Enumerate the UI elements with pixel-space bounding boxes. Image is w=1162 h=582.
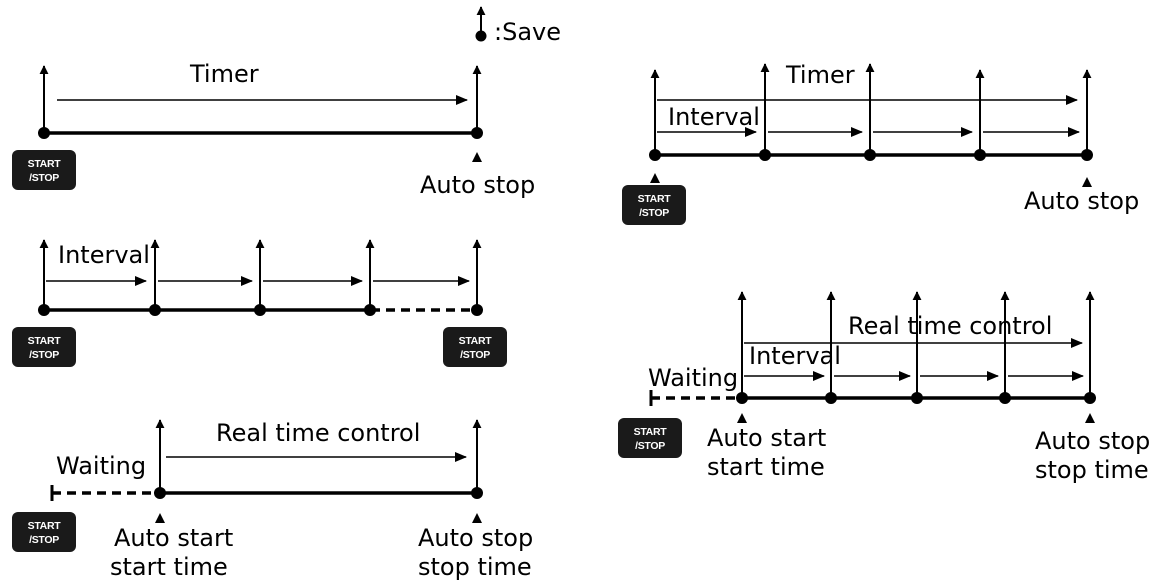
save-point xyxy=(471,127,483,139)
pointer-triangle xyxy=(650,173,660,183)
save-point xyxy=(38,127,50,139)
interval-label: Interval xyxy=(749,342,841,370)
start-stop-button-label: START xyxy=(28,520,62,532)
start-stop-button-label: START xyxy=(28,335,62,347)
pointer-triangle xyxy=(1082,177,1092,187)
real-time-control-label: Real time control xyxy=(848,312,1052,340)
save-label: :Save xyxy=(494,18,561,46)
start-stop-button-label: /STOP xyxy=(460,349,490,361)
save-point xyxy=(649,149,661,161)
save-point xyxy=(999,392,1011,404)
start-stop-button-label: /STOP xyxy=(29,534,59,546)
auto-stop-label: Auto stop xyxy=(1035,427,1150,455)
start-stop-button-label: /STOP xyxy=(29,349,59,361)
start-stop-button: START/STOP xyxy=(618,418,682,458)
interval-panel: Interval START/STOP START/STOP xyxy=(12,239,507,367)
start-stop-button-body xyxy=(12,327,76,367)
stop-time-label: stop time xyxy=(418,553,532,581)
start-stop-button-body xyxy=(443,327,507,367)
start-time-label: start time xyxy=(110,553,228,581)
start-stop-button-body xyxy=(12,512,76,552)
waiting-label: Waiting xyxy=(56,452,146,480)
timer-panel: Timer Auto stop START/STOP xyxy=(12,60,535,199)
save-legend: :Save xyxy=(475,6,561,46)
save-point xyxy=(911,392,923,404)
start-stop-button: START/STOP xyxy=(443,327,507,367)
save-point xyxy=(154,487,166,499)
start-stop-button: START/STOP xyxy=(12,150,76,190)
stop-time-label: stop time xyxy=(1035,456,1149,484)
auto-stop-label: Auto stop xyxy=(418,524,533,552)
save-point xyxy=(825,392,837,404)
save-point xyxy=(736,392,748,404)
interval-label: Interval xyxy=(668,103,760,131)
start-stop-button-label: START xyxy=(28,158,62,170)
timer-interval-panel: Timer Interval Auto stop START/STOP xyxy=(622,61,1139,225)
start-time-label: start time xyxy=(707,453,825,481)
auto-stop-label: Auto stop xyxy=(1024,187,1139,215)
start-stop-button-body xyxy=(622,185,686,225)
pointer-triangle xyxy=(472,513,482,523)
save-point-icon xyxy=(475,30,487,42)
start-stop-button-label: START xyxy=(638,193,672,205)
save-point xyxy=(1081,149,1093,161)
auto-start-label: Auto start xyxy=(114,524,233,552)
start-stop-button-label: START xyxy=(634,426,668,438)
real-time-interval-panel: Real time control Interval Waiting Auto … xyxy=(618,291,1150,484)
timer-label: Timer xyxy=(189,60,259,88)
save-point xyxy=(149,304,161,316)
pointer-triangle xyxy=(737,413,747,423)
save-point xyxy=(254,304,266,316)
real-time-panel: Real time control Waiting Auto start sta… xyxy=(12,419,533,581)
start-stop-button: START/STOP xyxy=(12,327,76,367)
start-stop-button-label: /STOP xyxy=(29,172,59,184)
start-stop-button-body xyxy=(618,418,682,458)
save-point xyxy=(759,149,771,161)
start-stop-button-label: /STOP xyxy=(639,207,669,219)
auto-start-label: Auto start xyxy=(707,424,826,452)
start-stop-button: START/STOP xyxy=(12,512,76,552)
save-point xyxy=(1084,392,1096,404)
timer-label: Timer xyxy=(785,61,855,89)
start-stop-button: START/STOP xyxy=(622,185,686,225)
start-stop-button-label: START xyxy=(459,335,493,347)
waiting-label: Waiting xyxy=(648,364,738,392)
pointer-triangle xyxy=(155,513,165,523)
real-time-control-label: Real time control xyxy=(216,419,420,447)
start-stop-button-body xyxy=(12,150,76,190)
pointer-triangle xyxy=(472,152,482,162)
save-point xyxy=(38,304,50,316)
save-point xyxy=(471,304,483,316)
start-stop-button-label: /STOP xyxy=(635,440,665,452)
pointer-triangle xyxy=(1085,413,1095,423)
save-point xyxy=(974,149,986,161)
save-point xyxy=(864,149,876,161)
save-point xyxy=(471,487,483,499)
interval-label: Interval xyxy=(58,241,150,269)
auto-stop-label: Auto stop xyxy=(420,171,535,199)
save-point xyxy=(364,304,376,316)
